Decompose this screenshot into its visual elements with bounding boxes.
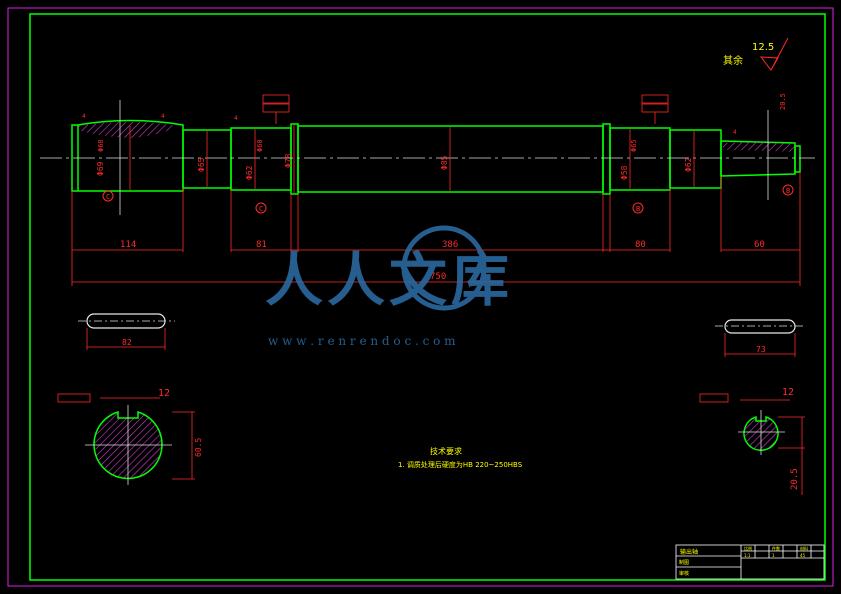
tech-requirement-1: 1. 调质处理后硬度为HB 220~250HBS bbox=[398, 460, 523, 469]
dim-81: 81 bbox=[256, 240, 267, 250]
dim-4-left-b: 4 bbox=[161, 113, 165, 120]
title-block bbox=[675, 544, 825, 580]
section-marker-c-left-label: C bbox=[106, 193, 110, 201]
section-marker-b-mid bbox=[632, 202, 644, 214]
dim-phi-60-left: Φ60 bbox=[256, 139, 264, 152]
outer-border bbox=[7, 7, 834, 587]
watermark-url: w w w . r e n r e n d o c . c o m bbox=[268, 334, 456, 348]
keyway-section-right-hatch bbox=[723, 141, 795, 152]
dim-12-right: 12 bbox=[782, 387, 794, 398]
section-marker-c-left bbox=[102, 190, 114, 202]
dim-phi-85: Φ85 bbox=[440, 155, 449, 170]
section-cut-marks bbox=[119, 100, 769, 215]
dim-phi-65-left: Φ65 bbox=[197, 157, 206, 172]
dim-4-mid-a: 4 bbox=[234, 115, 238, 122]
title-block-material-label: 材料 bbox=[800, 545, 808, 551]
watermark-text: 人人文库 bbox=[265, 246, 513, 314]
diameter-dim-lines bbox=[129, 125, 695, 193]
dim-20-5-top: 20.5 bbox=[779, 93, 787, 110]
dim-114: 114 bbox=[120, 240, 136, 250]
roughness-label: 其余 bbox=[723, 54, 743, 67]
tech-requirements-title: 技术要求 bbox=[430, 446, 462, 456]
dim-750: 750 bbox=[430, 272, 446, 282]
section-marker-c-mid bbox=[255, 202, 267, 214]
section-marker-b-right bbox=[782, 184, 794, 196]
dim-60-5: 60.5 bbox=[194, 438, 203, 457]
section-marker-c-mid-label: C bbox=[259, 205, 263, 213]
dim-phi-62-right: Φ62 bbox=[684, 157, 693, 172]
keyslot-left bbox=[78, 313, 175, 350]
keyway-section-left-hatch bbox=[78, 122, 178, 138]
dim-20-5-right: 20.5 bbox=[790, 468, 800, 490]
title-block-qty-label: 件数 bbox=[772, 545, 780, 551]
dim-80: 80 bbox=[635, 240, 646, 250]
roughness-symbol bbox=[759, 37, 789, 71]
title-block-drawn-by: 制图 bbox=[679, 559, 689, 566]
shaft-outline bbox=[71, 119, 801, 195]
title-block-reviewed-by: 审核 bbox=[679, 570, 689, 577]
section-marker-b-right-label: B bbox=[786, 187, 790, 195]
dim-phi-69: Φ69 bbox=[96, 161, 105, 176]
dim-phi-68: Φ68 bbox=[97, 139, 105, 152]
dim-4-right: 4 bbox=[733, 129, 737, 136]
title-block-qty-value: 1 bbox=[772, 553, 775, 558]
dim-phi-65-right: Φ65 bbox=[630, 139, 638, 152]
dim-12-left: 12 bbox=[158, 388, 170, 399]
roughness-value: 12.5 bbox=[752, 42, 774, 53]
dim-386: 386 bbox=[442, 240, 458, 250]
title-block-scale-value: 1:1 bbox=[744, 553, 751, 558]
title-block-scale-label: 比例 bbox=[744, 545, 752, 551]
dim-keyslot-82: 82 bbox=[122, 338, 132, 347]
section-marker-b-mid-label: B bbox=[636, 205, 640, 213]
dim-phi-58-right: Φ58 bbox=[620, 165, 629, 180]
watermark: 人人文库 w w w . r e n r e n d o c . c o m bbox=[265, 225, 513, 348]
keyslot-right bbox=[715, 319, 805, 357]
inner-frame bbox=[29, 13, 826, 581]
tolerance-frames bbox=[262, 94, 669, 124]
title-block-part-name: 输出轴 bbox=[680, 548, 698, 556]
dim-keyslot-73: 73 bbox=[756, 345, 766, 354]
cross-section-left bbox=[57, 393, 195, 485]
dim-phi-78: Φ78 bbox=[284, 153, 293, 168]
cross-section-right bbox=[699, 393, 805, 495]
dim-phi-62-left: Φ62 bbox=[245, 165, 254, 180]
dim-60: 60 bbox=[754, 240, 765, 250]
dim-4-left-a: 4 bbox=[82, 113, 86, 120]
title-block-material-value: 45 bbox=[800, 553, 806, 558]
length-dim-lines bbox=[71, 172, 801, 286]
